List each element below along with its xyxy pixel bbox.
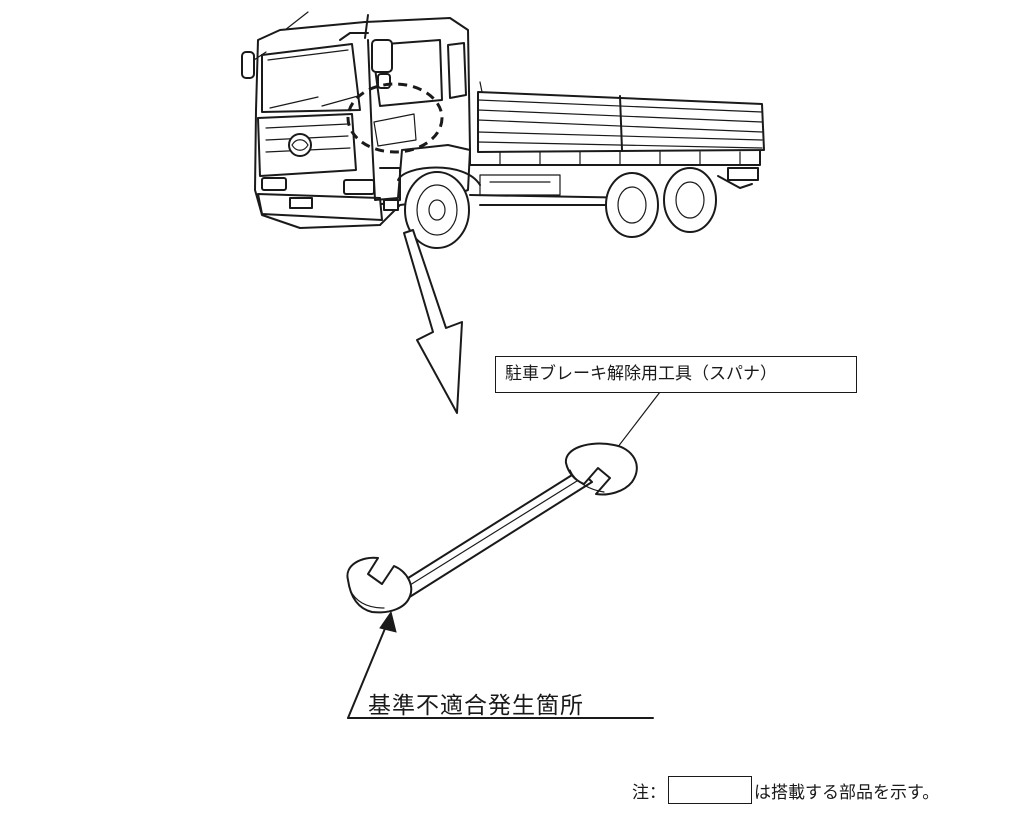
down-arrow-icon [403, 229, 463, 414]
callout-leader-line [613, 391, 661, 453]
note-legend-box [668, 776, 752, 804]
pointer-arrow-icon [347, 610, 654, 719]
defect-location-label: 基準不適合発生箇所 [368, 693, 584, 719]
legend-note: 注： は搭載する部品を示す。 [632, 776, 939, 806]
note-prefix: 注： [632, 782, 666, 803]
callout-label: 駐車ブレーキ解除用工具（スパナ） [495, 356, 857, 393]
note-suffix: は搭載する部品を示す。 [754, 782, 940, 803]
dashed-circle-highlight [346, 82, 444, 154]
truck-illustration [241, 11, 765, 249]
wrench-illustration [346, 442, 638, 614]
